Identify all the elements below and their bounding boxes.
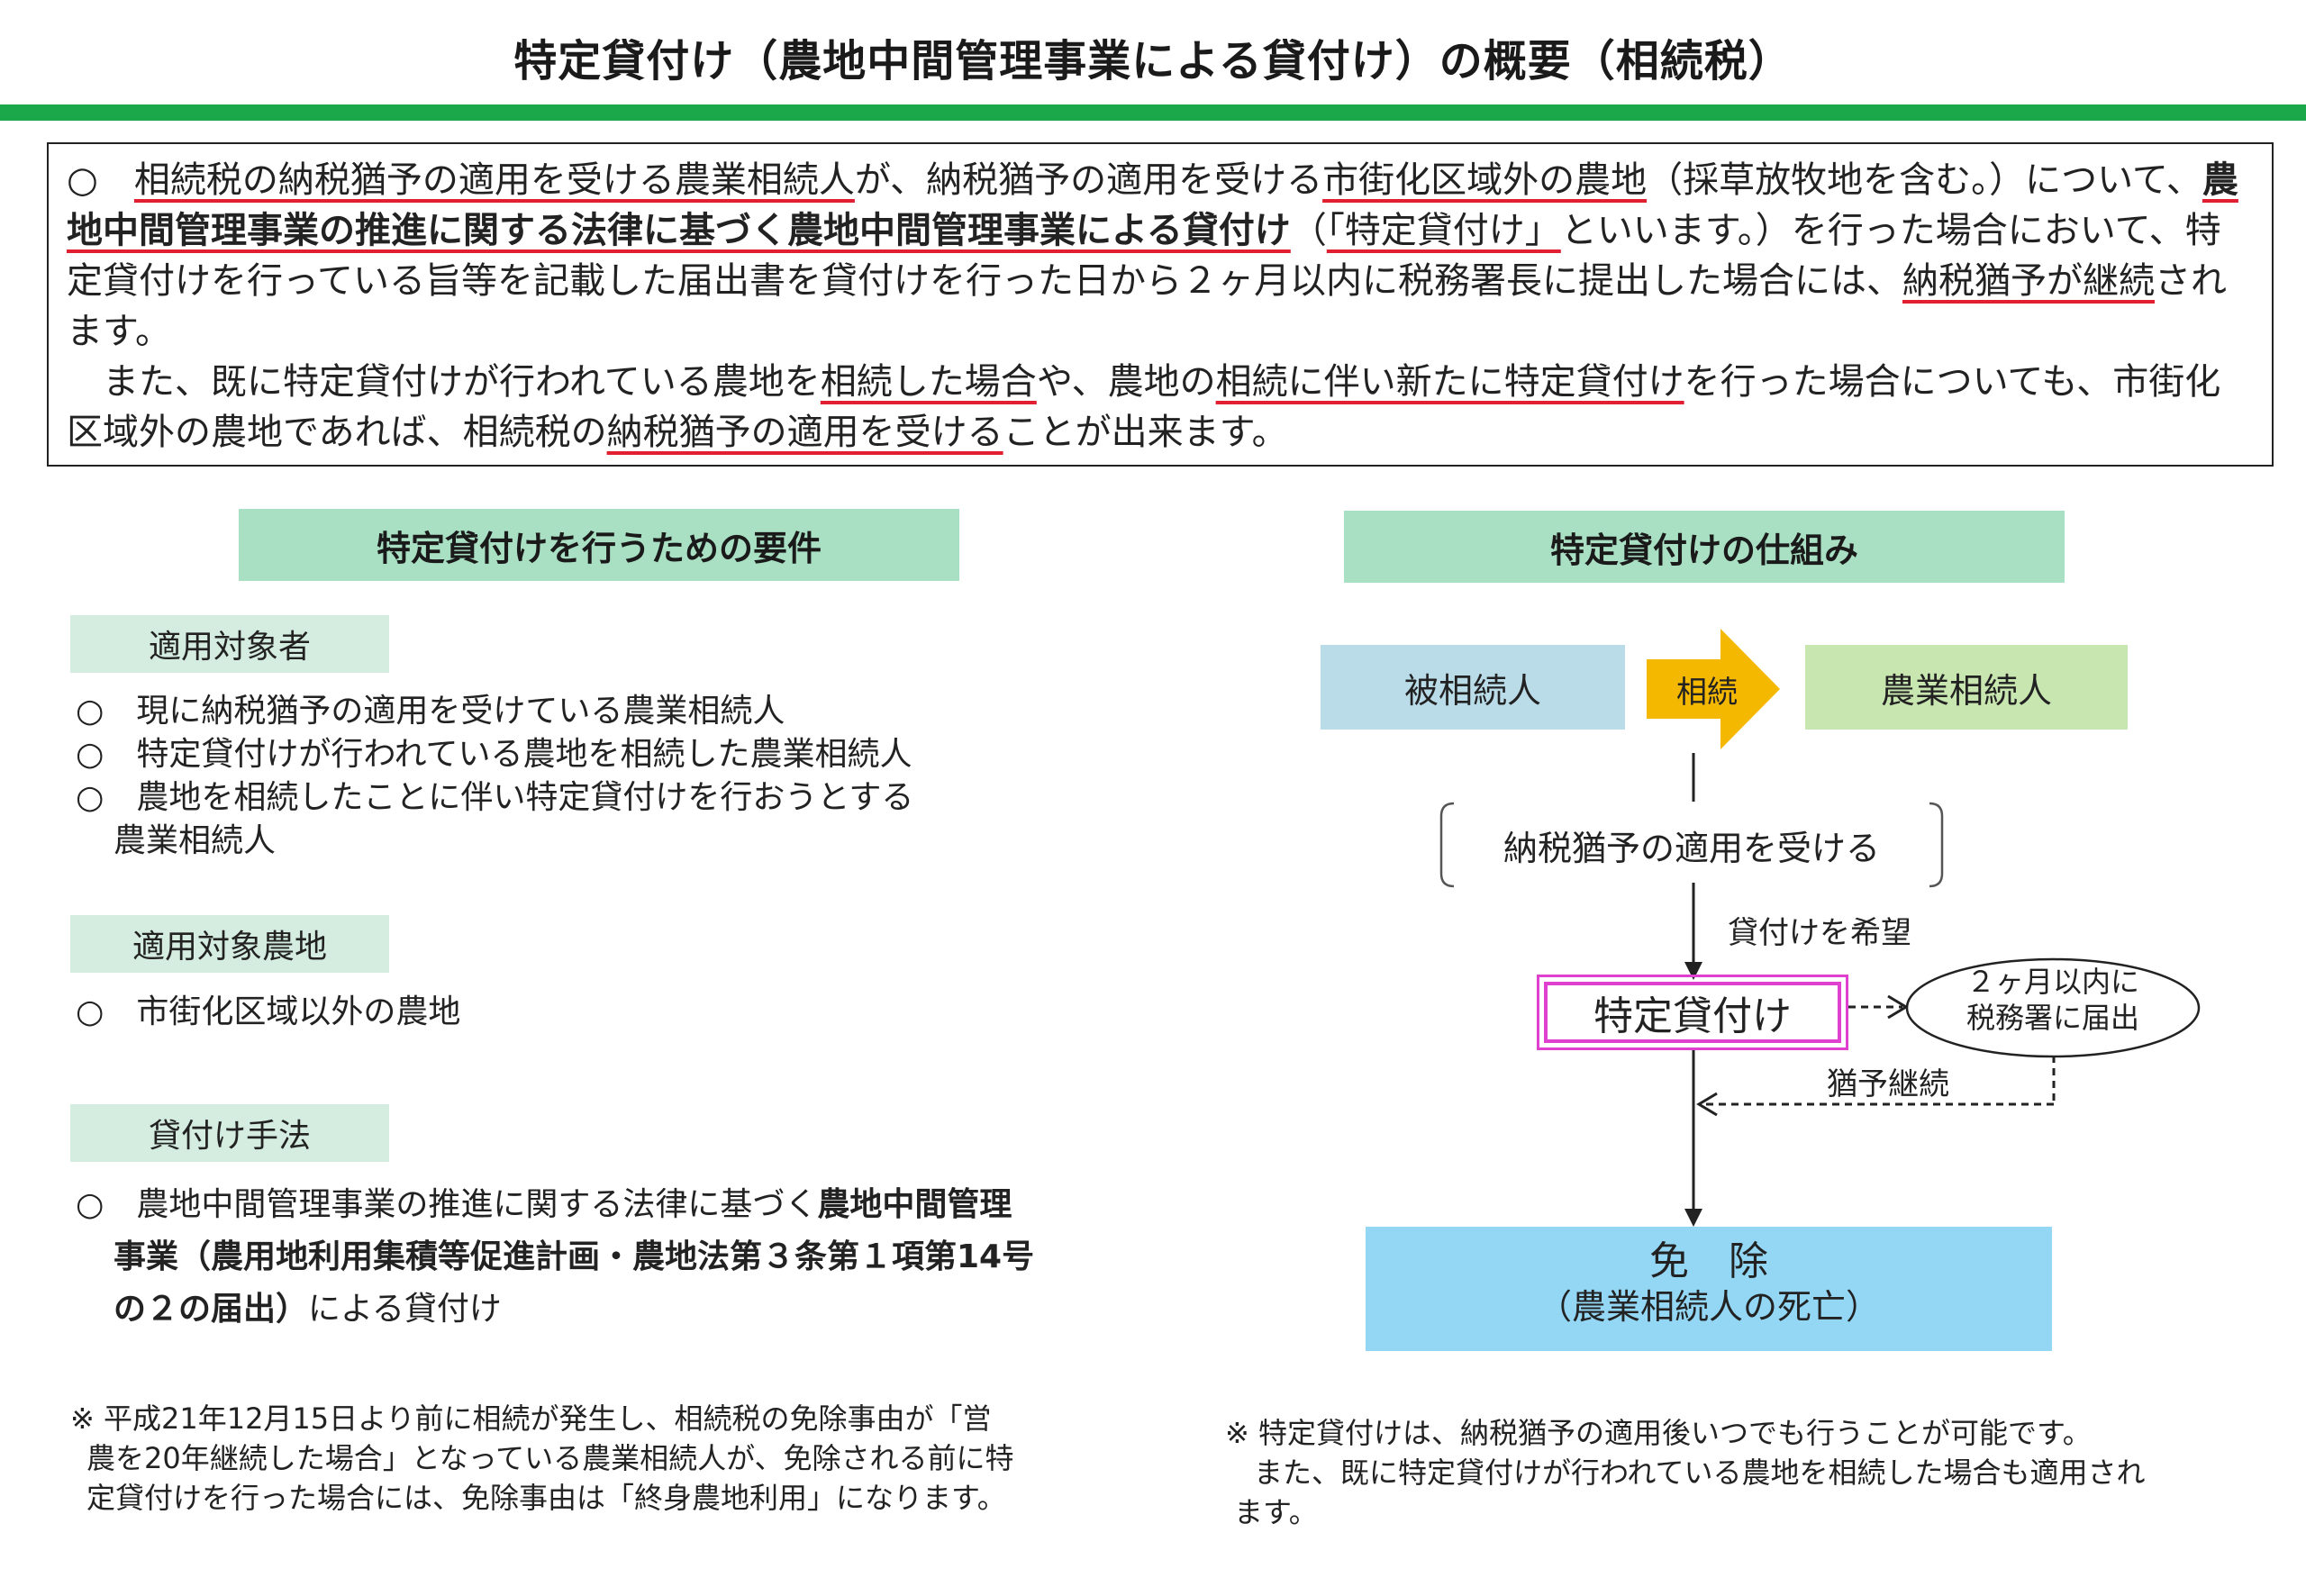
intro-text: されます。 — [67, 260, 2227, 352]
right-note-line-1: ※ 特定貸付けは、納税猶予の適用後いつでも行うことが可能です。 — [1225, 1416, 2092, 1450]
left-note-line-3: 定貸付けを行った場合には、免除事由は「終身農地利用」になります。 — [86, 1481, 1006, 1515]
method-line-3: の２の届出）による貸付け — [113, 1288, 502, 1331]
right-section-heading: 特定貸付けの仕組み — [1344, 511, 2065, 583]
menjo-subtitle: （農業相続人の死亡） — [1537, 1287, 1880, 1327]
intro-text: （ — [1290, 210, 1327, 251]
right-note-line-2: また、既に特定貸付けが行われている農地を相続した場合も適用され — [1225, 1455, 2146, 1490]
intro-text: や、農地の — [1036, 361, 1216, 403]
method-line-2: 事業（農用地利用集積等促進計画・農地法第３条第１項第14号 — [113, 1238, 1035, 1275]
intro-text: 納税猶予の適用を受ける — [606, 412, 1003, 453]
intro-circle: ○ — [67, 159, 98, 201]
nogyo-souzokunin-box: 農業相続人 — [1805, 645, 2128, 730]
method-text-bold: の２の届出） — [113, 1291, 309, 1328]
method-text-bold: 農地中間管理 — [817, 1186, 1012, 1223]
intro-paragraph-2: また、既に特定貸付けが行われている農地を相続した場合や、農地の相続に伴い新たに特… — [67, 357, 2254, 458]
souzoku-arrow-label: 相続 — [1676, 674, 1738, 711]
method-heading: 貸付け手法 — [70, 1104, 389, 1162]
souzoku-arrow-icon — [1647, 629, 1780, 749]
target-person-heading: 適用対象者 — [70, 615, 389, 673]
method-line-1: ○ 農地中間管理事業の推進に関する法律に基づく農地中間管理 — [76, 1183, 1012, 1227]
intro-text: 農地中間管理事業の推進に関する法律に基づく農地中間管理事業による貸付け — [67, 159, 2238, 251]
target-person-item-2: ○ 特定貸付けが行われている農地を相続した農業相続人 — [76, 736, 912, 773]
hisozoku-box: 被相続人 — [1321, 645, 1625, 730]
page-title: 特定貸付け（農地中間管理事業による貸付け）の概要（相続税） — [513, 36, 1793, 86]
method-text: による貸付け — [308, 1291, 502, 1328]
todoke-line-1: ２ヶ月以内に — [1966, 965, 2139, 999]
todoke-ellipse-icon — [1905, 957, 2201, 1058]
intro-text: 相続した場合 — [820, 361, 1037, 403]
target-person-item-1: ○ 現に納税猶予の適用を受けている農業相続人 — [76, 693, 785, 730]
intro-text: 納税猶予が継続 — [1902, 260, 2155, 302]
target-land-heading: 適用対象農地 — [70, 915, 389, 973]
intro-text: が、納税猶予の適用を受ける — [854, 159, 1323, 201]
todoke-line-2: 税務署に届出 — [1966, 1001, 2139, 1035]
tokutei-box: 特定貸付け — [1544, 982, 1841, 1043]
target-land-item: ○ 市街化区域以外の農地 — [76, 993, 461, 1030]
menjo-box: 免 除 （農業相続人の死亡） — [1366, 1227, 2052, 1351]
intro-text: また、既に特定貸付けが行われている農地を — [103, 361, 821, 403]
intro-text: を行った場合についても、市街化区域外の農地であれば、相続税の — [67, 361, 2221, 453]
noze-bracket-icon — [1439, 802, 1944, 888]
intro-text: 相続税の納税猶予の適用を受ける農業相続人 — [133, 159, 855, 201]
tokutei-box-outer: 特定貸付け — [1537, 975, 1848, 1050]
keizoku-label: 猶予継続 — [1827, 1066, 1949, 1102]
kibou-label: 貸付けを希望 — [1728, 915, 1911, 951]
right-note-line-3: ます。 — [1234, 1495, 1318, 1529]
intro-paragraph-1: ○ 相続税の納税猶予の適用を受ける農業相続人が、納税猶予の適用を受ける市街化区域… — [67, 155, 2254, 357]
target-person-item-3-cont: 農業相続人 — [113, 822, 277, 859]
left-note-line-2: 農を20年継続した場合」となっている農業相続人が、免除される前に特 — [86, 1441, 1014, 1475]
flow-lines — [1684, 753, 2056, 1227]
method-text: ○ 農地中間管理事業の推進に関する法律に基づく — [76, 1186, 818, 1223]
noze-yuyo-label: 納税猶予の適用を受ける — [1503, 828, 1880, 868]
title-underline-bar — [0, 104, 2306, 121]
left-note-line-1: ※ 平成21年12月15日より前に相続が発生し、相続税の免除事由が「営 — [70, 1401, 992, 1436]
target-person-item-3: ○ 農地を相続したことに伴い特定貸付けを行おうとする — [76, 779, 914, 816]
intro-text: 相続に伴い新たに特定貸付け — [1215, 361, 1684, 403]
left-section-heading: 特定貸付けを行うための要件 — [239, 509, 959, 581]
menjo-title: 免 除 — [1649, 1238, 1768, 1284]
intro-text: といいます。）を行った場合において、特定貸付けを行っている旨等を記載した届出書を… — [67, 210, 2221, 302]
intro-text: 「特定貸付け」 — [1326, 210, 1561, 251]
intro-text: ことが出来ます。 — [1003, 412, 1288, 453]
intro-text: 市街化区域外の農地 — [1322, 159, 1648, 201]
intro-box: ○ 相続税の納税猶予の適用を受ける農業相続人が、納税猶予の適用を受ける市街化区域… — [47, 142, 2274, 467]
intro-text: （採草放牧地を含む。）について、 — [1647, 159, 2202, 201]
